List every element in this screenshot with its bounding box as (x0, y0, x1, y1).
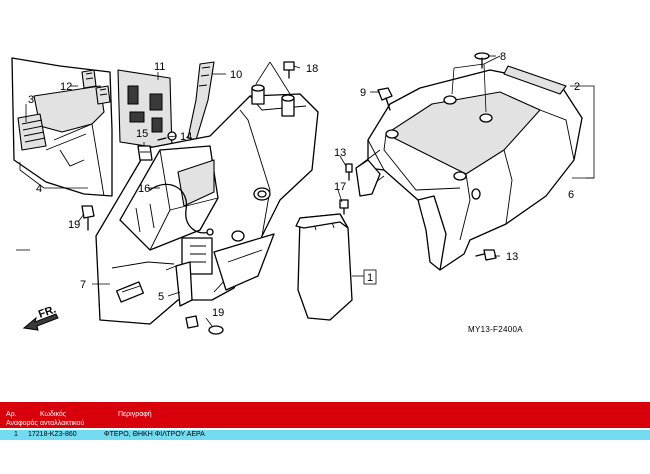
part-11-label-plate[interactable] (117, 69, 173, 151)
part-14-screw[interactable] (157, 131, 177, 141)
header-ref-2: Αναφοράς (6, 420, 38, 427)
callout-2: 2 (574, 81, 580, 93)
callout-10: 10 (230, 69, 242, 81)
part-6-upper-fender[interactable] (355, 69, 583, 271)
table-row[interactable]: 1 17218-KZ3-860 ΦΤΕΡΟ, ΘΗΚΗ ΦΙΛΤΡΟΥ ΑΕΡΑ (0, 430, 650, 440)
part-13-bolt-upper[interactable] (345, 163, 353, 181)
header-code-2: ανταλλακτικού (40, 420, 85, 427)
callout-15: 15 (136, 128, 148, 140)
callout-11: 11 (154, 61, 165, 73)
callout-7: 7 (80, 279, 86, 291)
table-header: Αρ. Αναφοράς Κωδικός ανταλλακτικού Περιγ… (0, 402, 650, 428)
callout-13-lower: 13 (506, 251, 518, 263)
callout-14: 14 (180, 131, 192, 143)
leader-lines (16, 55, 595, 327)
callout-16: 16 (138, 183, 150, 195)
callout-9: 9 (360, 87, 366, 99)
svg-text:FR.: FR. (37, 303, 58, 320)
callout-8: 8 (500, 51, 506, 63)
part-3-reflector[interactable] (17, 113, 47, 151)
part-19-bolt-bottom[interactable] (185, 315, 224, 335)
callout-19-left: 19 (68, 219, 80, 231)
callout-18: 18 (306, 63, 318, 75)
front-direction-arrow: FR. (22, 303, 59, 331)
parts-table: Αρ. Αναφοράς Κωδικός ανταλλακτικού Περιγ… (0, 400, 650, 474)
part-10-strap[interactable] (187, 61, 215, 141)
fender-filler-tubes (251, 84, 295, 117)
part-9-nut[interactable] (377, 87, 393, 111)
part-8-screw[interactable] (474, 52, 490, 69)
diagram-code: MY13-F2400A (468, 325, 523, 334)
callout-4: 4 (36, 183, 42, 195)
header-ref: Αρ. (6, 411, 17, 418)
part-7-rear-fender[interactable] (95, 93, 319, 325)
part-16-cable[interactable] (149, 183, 214, 236)
header-description: Περιγραφή (118, 411, 152, 418)
part-17-bolt[interactable] (339, 199, 349, 215)
callout-6: 6 (568, 189, 574, 201)
callout-3: 3 (28, 94, 34, 106)
callout-5: 5 (158, 291, 164, 303)
part-1-mudguard-flap[interactable] (295, 213, 353, 321)
callout-13-upper: 13 (334, 147, 346, 159)
callout-19-bottom: 19 (212, 307, 224, 319)
part-2-rubber-strip[interactable] (503, 65, 567, 95)
row-description: ΦΤΕΡΟ, ΘΗΚΗ ΦΙΛΤΡΟΥ ΑΕΡΑ (104, 431, 205, 438)
part-19-bolt-left[interactable] (81, 205, 95, 231)
part-12-rubber-pads[interactable] (81, 69, 111, 105)
row-code: 17218-KZ3-860 (28, 431, 77, 438)
callout-1: 1 (367, 272, 373, 284)
callout-labels: 3 12 4 11 10 18 15 14 16 19 7 5 19 13 17… (28, 51, 580, 319)
parts-exploded-diagram: FR. 3 12 4 11 10 (11, 51, 595, 335)
row-ref: 1 (14, 431, 18, 438)
part-18-bolt[interactable] (283, 61, 295, 79)
callout-12: 12 (60, 81, 72, 93)
part-13-bolt-lower[interactable] (475, 249, 497, 261)
part-15-clip[interactable] (137, 145, 153, 161)
callout-17: 17 (334, 181, 346, 193)
header-code: Κωδικός (40, 411, 67, 418)
